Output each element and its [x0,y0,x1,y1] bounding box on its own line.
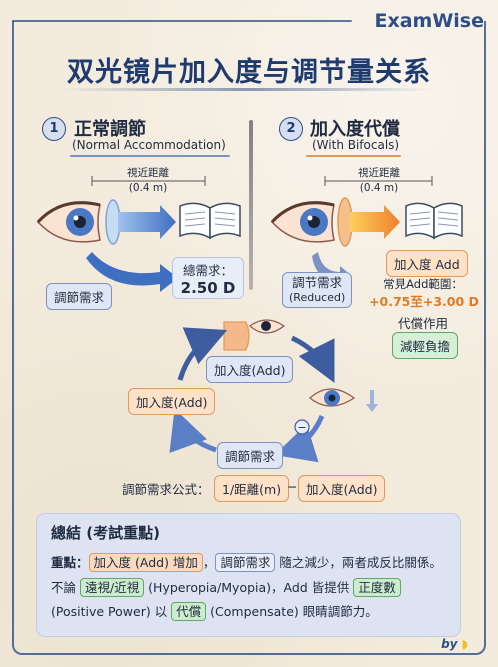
right-accommodation-sub: (Reduced) [289,291,346,304]
right-accommodation-label: 調节需求 [292,275,343,290]
add-range-label: 常見Add範圍： [383,277,463,291]
summary-l1-mid: ， [202,555,216,570]
footer-by: by ◗ [441,637,468,651]
formula-prefix: 調節需求公式： [122,482,210,497]
left-accommodation-arrow [86,252,178,292]
summary-line-1: 重點：加入度 (Add) 增加，調節需求 隨之減少，兩者成反比關係。 [51,552,442,572]
cycle-down-arrow-icon [366,390,378,412]
section-1-underline [70,155,230,157]
formula-term-distance: 1/距離(m) [214,475,290,502]
banana-icon: ◗ [461,637,468,651]
left-lens-icon [105,199,121,245]
left-near-distance-value: (0.4 m) [128,182,168,194]
cycle-arrow-top-right [290,335,335,383]
cycle-arrow-bottom-left [169,408,217,454]
right-near-distance-label: 視近距離 [358,167,400,179]
left-eye-icon [36,201,101,243]
summary-l1-prefix: 重點： [51,555,89,570]
total-demand-value: 2.50 D [180,279,236,297]
header-rule [12,20,352,22]
right-accommodation-box: 調节需求 (Reduced) [282,272,353,308]
summary-line-2: 不論 遠視/近視 (Hyperopia/Myopia)，Add 皆提供 正度數 [51,577,401,597]
left-book-icon [179,202,241,240]
cycle-top-lens-icon [223,321,250,351]
add-range-value: +0.75至+3.00 D [369,294,479,309]
summary-l2-highlight-refraction: 遠視/近視 [79,578,145,597]
cycle-top-add-label: 加入度(Add) [206,356,294,383]
left-near-distance-label: 視近距離 [127,167,169,179]
summary-box: 總結 (考試重點) 重點：加入度 (Add) 增加，調節需求 隨之減少，兩者成反… [36,513,461,637]
right-beam-arrow [350,205,400,239]
section-2-title: 加入度代償 [310,119,400,140]
summary-l1-suffix: 隨之減少，兩者成反比關係。 [275,555,442,570]
left-distance-bracket [91,176,206,186]
section-2-number: 2 [279,117,303,141]
total-demand-label: 總需求： [182,263,233,278]
section-2-underline [306,155,401,157]
summary-l2-highlight-positive: 正度數 [353,578,401,597]
total-demand-box: 總需求： 2.50 D [172,257,244,299]
section-1-number: 1 [42,117,66,141]
left-beam-arrow [118,205,176,239]
cycle-arrow-bottom-right [274,414,325,463]
compensation-value: 減輕負擔 [392,332,459,359]
left-accommodation-label: 調節需求 [46,283,113,310]
section-2-subtitle: (With Bifocals) [312,138,400,152]
summary-line-3: (Positive Power) 以 代償 (Compensate) 眼睛調節力… [51,601,378,621]
title-underline [62,88,434,91]
summary-l1-highlight-accommodation: 調節需求 [215,553,276,572]
cycle-left-add-label: 加入度(Add) [128,388,216,415]
cycle-minus-badge [294,419,310,435]
summary-l2-mid: (Hyperopia/Myopia)，Add 皆提供 [144,580,354,595]
right-book-icon [405,202,463,240]
brand-logo: ExamWise [374,10,484,32]
compensation-label: 代償作用 [397,316,448,331]
section-1-subtitle: (Normal Accommodation) [72,138,226,152]
summary-l3-prefix: (Positive Power) 以 [51,604,172,619]
section-1-title: 正常調節 [74,119,146,140]
right-distance-bracket [324,176,433,186]
page-frame [12,21,486,655]
summary-l3-suffix: (Compensate) 眼睛調節力。 [206,604,378,619]
cycle-arrow-top-left [177,327,228,381]
page-title: 双光镜片加入度与调节量关系 [67,57,431,88]
summary-title: 總結 (考試重點) [51,524,160,542]
right-eye-icon [270,201,335,243]
section-divider [249,120,253,290]
add-label: 加入度 Add [386,250,468,277]
summary-l2-prefix: 不論 [51,580,80,595]
formula-term-add: 加入度(Add) [298,475,386,502]
footer-by-text: by [441,637,458,651]
right-bifocal-lens-icon [337,197,353,247]
summary-l1-highlight-add: 加入度 (Add) 增加 [88,553,203,572]
right-near-distance-value: (0.4 m) [359,182,399,194]
cycle-bottom-accommodation-label: 調節需求 [217,442,284,469]
cycle-minus-sign: − [297,421,306,434]
summary-l3-highlight-compensate: 代償 [171,602,207,621]
cycle-diagram: − [169,319,378,463]
formula-operator: − [287,479,298,494]
